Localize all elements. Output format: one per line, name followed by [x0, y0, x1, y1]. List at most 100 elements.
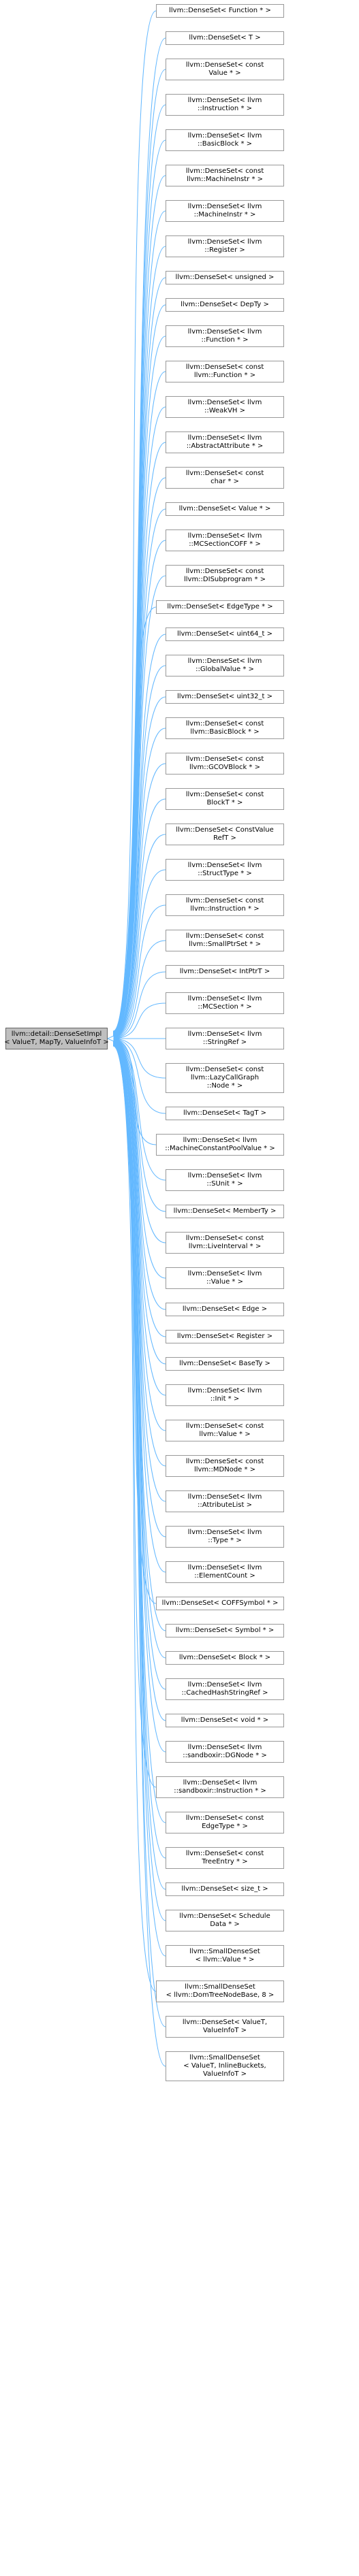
derived-class-node[interactable]: llvm::DenseSet< IntPtrT > — [166, 965, 284, 979]
derived-class-node[interactable]: llvm::DenseSet< llvm::WeakVH > — [166, 396, 284, 418]
derived-class-node[interactable]: llvm::DenseSet< llvm::StringRef > — [166, 1028, 284, 1049]
inheritance-edge — [112, 1041, 166, 1502]
inheritance-edge — [112, 442, 166, 1035]
derived-class-node[interactable]: llvm::SmallDenseSet< ValueT, InlineBucke… — [166, 2051, 284, 2081]
derived-class-node-label: RefT > — [213, 834, 236, 842]
derived-class-node[interactable]: llvm::DenseSet< COFFSymbol * > — [156, 1597, 284, 1610]
derived-class-node-label: llvm::DenseSet< size_t > — [181, 1885, 268, 1893]
derived-class-node[interactable]: llvm::DenseSet< llvm::Init * > — [166, 1384, 284, 1406]
derived-class-node-label: llvm::MachineInstr * > — [186, 176, 264, 183]
inheritance-edge — [112, 763, 166, 1037]
derived-class-node-label: llvm::SmallDenseSet — [185, 1983, 255, 1991]
derived-class-node-label: llvm::DenseSet< const — [185, 1458, 264, 1465]
derived-class-node-label: ::MCSection * > — [198, 1003, 252, 1011]
derived-class-node-label: llvm::DISubprogram * > — [183, 576, 266, 583]
derived-class-node[interactable]: llvm::DenseSet< llvm::MCSection * > — [166, 992, 284, 1014]
derived-class-node[interactable]: llvm::DenseSet< llvm::AbstractAttribute … — [166, 431, 284, 453]
derived-class-node-label: llvm::DenseSet< llvm — [187, 862, 262, 869]
derived-class-node[interactable]: llvm::DenseSet< llvm::sandboxir::DGNode … — [166, 1741, 284, 1763]
derived-class-node-label: llvm::DenseSet< const — [185, 470, 264, 477]
derived-class-node[interactable]: llvm::DenseSet< BaseTy > — [166, 1357, 284, 1371]
inheritance-edge — [112, 606, 157, 1036]
derived-class-node[interactable]: llvm::DenseSet< llvm::Function * > — [166, 325, 284, 347]
derived-class-node[interactable]: llvm::DenseSet< Block * > — [166, 1651, 284, 1665]
derived-class-node[interactable]: llvm::DenseSet< llvm::MachineConstantPoo… — [156, 1134, 284, 1156]
derived-class-node[interactable]: llvm::DenseSet< Value * > — [166, 502, 284, 516]
derived-class-node[interactable]: llvm::DenseSet< llvm::MCSectionCOFF * > — [166, 529, 284, 551]
derived-class-node[interactable]: llvm::DenseSet< Edge > — [166, 1303, 284, 1316]
base-class-node[interactable]: llvm::detail::DenseSetImpl< ValueT, MapT… — [4, 1028, 109, 1049]
derived-class-node-label: ::GlobalValue * > — [196, 666, 254, 673]
inheritance-edge — [112, 1040, 166, 1337]
derived-class-node[interactable]: llvm::SmallDenseSet< llvm::Value * > — [166, 1945, 284, 1967]
derived-class-node-label: llvm::DenseSet< const — [185, 1235, 264, 1242]
derived-class-node-label: llvm::DenseSet< llvm — [187, 399, 262, 406]
inheritance-arrowhead — [106, 1035, 114, 1042]
derived-class-node[interactable]: llvm::DenseSet< void * > — [166, 1714, 284, 1727]
derived-class-node-label: llvm::DenseSet< IntPtrT > — [179, 968, 270, 975]
derived-class-node[interactable]: llvm::DenseSet< size_t > — [166, 1882, 284, 1896]
derived-class-node-label: llvm::DenseSet< const — [185, 1814, 264, 1822]
derived-class-node-label: llvm::DenseSet< void * > — [181, 1716, 269, 1724]
derived-class-node[interactable]: llvm::DenseSet< ValueT,ValueInfoT > — [166, 2016, 284, 2038]
derived-class-node[interactable]: llvm::DenseSet< Function * > — [156, 4, 284, 18]
derived-class-node-label: llvm::DenseSet< const — [185, 61, 264, 69]
derived-class-node-label: llvm::DenseSet< const — [185, 720, 264, 728]
derived-class-node[interactable]: llvm::DenseSet< llvm::AttributeList > — [166, 1490, 284, 1512]
derived-class-node[interactable]: llvm::DenseSet< llvm::Value * > — [166, 1267, 284, 1289]
derived-class-node[interactable]: llvm::DenseSet< EdgeType * > — [156, 600, 284, 614]
derived-class-node-label: ::Function * > — [201, 336, 249, 344]
derived-class-node[interactable]: llvm::DenseSet< uint32_t > — [166, 690, 284, 704]
derived-class-node-label: llvm::DenseSet< const — [185, 363, 264, 371]
inheritance-edge — [112, 1045, 166, 2067]
derived-class-node[interactable]: llvm::DenseSet< MemberTy > — [166, 1205, 284, 1218]
derived-class-node-label: ::Type * > — [208, 1537, 242, 1544]
derived-class-node[interactable]: llvm::DenseSet< T > — [166, 31, 284, 45]
derived-class-node[interactable]: llvm::DenseSet< llvm::BasicBlock * > — [166, 129, 284, 151]
derived-class-node[interactable]: llvm::DenseSet< llvm::ElementCount > — [166, 1561, 284, 1583]
inheritance-edge — [112, 508, 166, 1035]
derived-class-node[interactable]: llvm::DenseSet< TagT > — [166, 1107, 284, 1120]
derived-class-node[interactable]: llvm::DenseSet< llvm::Type * > — [166, 1526, 284, 1548]
derived-class-node[interactable]: llvm::DenseSet< llvm::sandboxir::Instruc… — [156, 1776, 284, 1798]
derived-class-node[interactable]: llvm::DenseSet< llvm::Instruction * > — [166, 94, 284, 116]
inheritance-edge — [112, 1039, 166, 1212]
derived-class-node[interactable]: llvm::DenseSet< Symbol * > — [166, 1624, 284, 1637]
derived-class-node-label: llvm::LazyCallGraph — [190, 1074, 260, 1081]
derived-class-node[interactable]: llvm::DenseSet< llvm::Register > — [166, 235, 284, 257]
derived-class-node[interactable]: llvm::SmallDenseSet< llvm::DomTreeNodeBa… — [156, 1980, 284, 2002]
derived-class-node[interactable]: llvm::DenseSet< llvm::SUnit * > — [166, 1169, 284, 1191]
inheritance-edge — [112, 1002, 166, 1039]
derived-class-node-label: ::Instruction * > — [198, 105, 252, 112]
derived-class-node-label: llvm::MDNode * > — [193, 1466, 256, 1473]
derived-class-node[interactable]: llvm::DenseSet< uint64_t > — [166, 627, 284, 641]
derived-class-node[interactable]: llvm::DenseSet< llvm::StructType * > — [166, 859, 284, 881]
derived-class-node[interactable]: llvm::DenseSet< llvm::CachedHashStringRe… — [166, 1678, 284, 1700]
derived-class-node-label: llvm::DenseSet< llvm — [187, 203, 262, 210]
derived-class-node[interactable]: llvm::DenseSet< Register > — [166, 1330, 284, 1343]
derived-class-node[interactable]: llvm::DenseSet< unsigned > — [166, 271, 284, 284]
derived-class-node[interactable]: llvm::DenseSet< llvm::GlobalValue * > — [166, 655, 284, 676]
derived-class-node[interactable]: llvm::DenseSet< DepTy > — [166, 298, 284, 312]
derived-class-node[interactable]: llvm::DenseSet< llvm::MachineInstr * > — [166, 200, 284, 222]
derived-class-node-label: Value * > — [208, 69, 241, 77]
derived-class-node-label: llvm::DenseSet< llvm — [187, 995, 262, 1002]
